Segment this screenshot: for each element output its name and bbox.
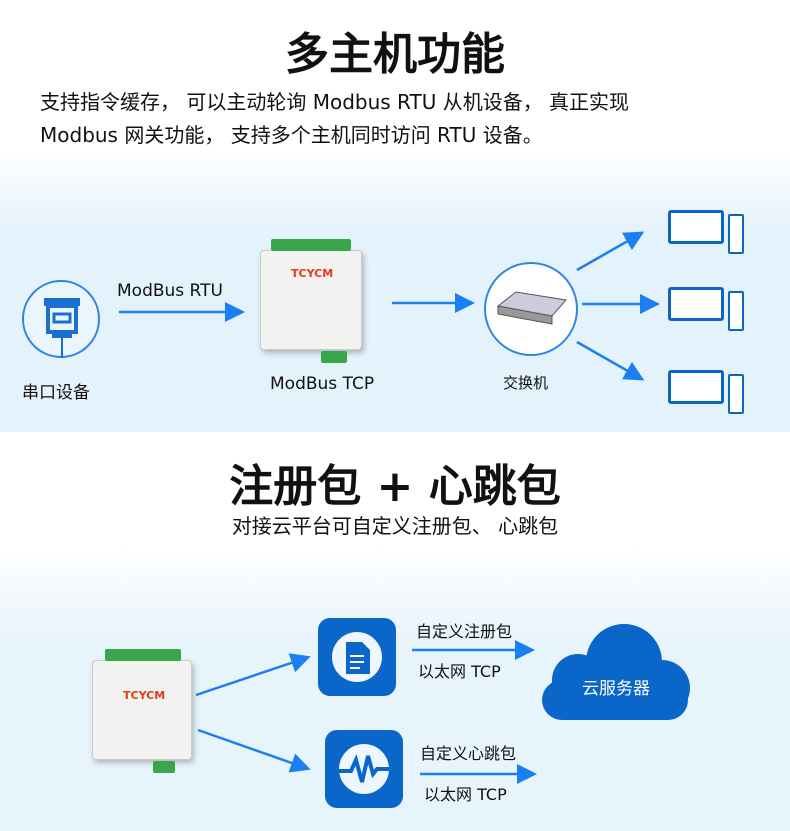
computer-icon xyxy=(668,210,744,254)
description-line-2: Modbus 网关功能， 支持多个主机同时访问 RTU 设备。 xyxy=(40,123,543,147)
flow-arrows xyxy=(119,231,660,381)
section-subtitle: 对接云平台可自定义注册包、 心跳包 xyxy=(231,514,559,538)
section-title: 多主机功能 xyxy=(285,29,505,80)
terminal-block xyxy=(105,649,181,661)
multi-host-section: 多主机功能 支持指令缓存， 可以主动轮询 Modbus RTU 从机设备， 真正… xyxy=(0,0,790,432)
gateway-device: TCYCM xyxy=(260,239,362,363)
description-line-1: 支持指令缓存， 可以主动轮询 Modbus RTU 从机设备， 真正实现 xyxy=(40,90,630,114)
heartbeat-label: 自定义心跳包 xyxy=(420,744,517,763)
terminal-block xyxy=(153,761,175,773)
switch-label: 交换机 xyxy=(503,374,549,392)
cloud-label: 云服务器 xyxy=(582,679,650,699)
computer-icon xyxy=(668,287,744,331)
register-packet-icon xyxy=(318,618,396,696)
tcp-label: ModBus TCP xyxy=(270,374,375,394)
section-title: 注册包 + 心跳包 xyxy=(229,461,561,512)
register-label: 自定义注册包 xyxy=(416,622,513,641)
register-protocol: 以太网 TCP xyxy=(418,662,501,681)
serial-device-label: 串口设备 xyxy=(22,383,90,403)
heartbeat-protocol: 以太网 TCP xyxy=(424,785,507,804)
serial-port-icon xyxy=(22,280,100,358)
heartbeat-section: 注册包 + 心跳包 对接云平台可自定义注册包、 心跳包 TCYCM 自定义注册包… xyxy=(0,438,790,831)
terminal-block xyxy=(271,239,351,251)
switch-icon xyxy=(484,262,578,356)
heartbeat-icon xyxy=(325,730,403,808)
gateway-device: TCYCM xyxy=(92,649,192,773)
computer-icon xyxy=(668,370,744,414)
terminal-block xyxy=(321,351,347,363)
flow-arrows xyxy=(195,640,537,784)
rtu-label: ModBus RTU xyxy=(117,281,223,301)
cloud-server-icon: 云服务器 xyxy=(540,618,692,724)
device-logo: TCYCM xyxy=(123,689,166,702)
device-logo: TCYCM xyxy=(291,267,334,280)
